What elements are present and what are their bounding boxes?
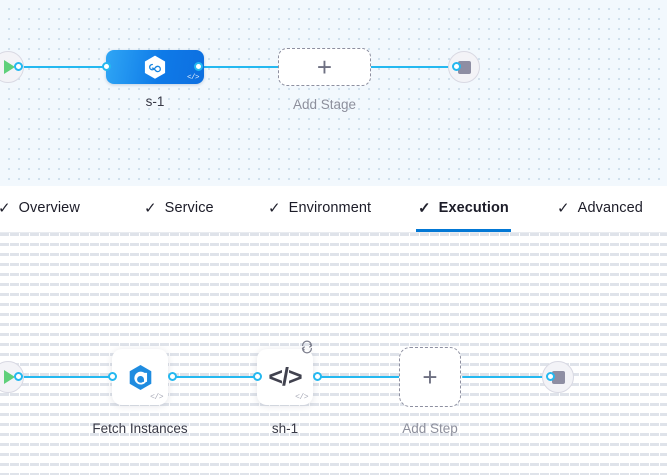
stage-node-s1-label: s-1 [145,94,165,109]
step-start-port[interactable] [14,372,23,381]
edge-start-to-s1 [18,66,112,68]
add-step-label: Add Step [402,421,458,436]
plus-icon: + [422,362,438,392]
tab-advanced[interactable]: ✓ Advanced [555,187,645,232]
check-icon: ✓ [557,199,570,217]
edge-start-to-fetch [18,376,112,378]
step-code-badge: </> [150,393,163,402]
step-fetch-in-port[interactable] [108,372,117,381]
stage-node-s1-in-port[interactable] [102,62,111,71]
harness-swirl-hexagon-icon [129,364,151,390]
step-sh1-in-port[interactable] [253,372,262,381]
edge-add-stage-to-end [368,66,456,68]
stage-code-badge: </> [186,74,200,82]
stop-icon [457,60,471,74]
add-step-button[interactable]: + [399,347,461,407]
tab-environment[interactable]: ✓ Environment [266,187,373,232]
edge-sh1-to-add-step [317,376,401,378]
tab-advanced-label: Advanced [577,200,643,216]
edge-add-step-to-end [462,376,550,378]
pipeline-stage-canvas[interactable]: </> s-1 + Add Stage [0,0,667,186]
step-end-port[interactable] [546,372,555,381]
step-node-sh1[interactable]: </> </> [257,340,313,405]
step-sh1-out-port[interactable] [313,372,322,381]
step-fetch-instances-label: Fetch Instances [92,421,188,436]
stage-end-node[interactable] [448,51,480,83]
shell-script-code-icon: </> [268,362,302,391]
add-stage-button[interactable]: + [278,48,371,86]
step-node-fetch-instances[interactable]: </> [112,349,168,405]
step-fetch-out-port[interactable] [168,372,177,381]
pipeline-execution-canvas[interactable]: </> Fetch Instances </> </> sh-1 + Add S… [0,233,667,475]
play-icon [4,370,15,384]
tab-environment-label: Environment [288,200,372,216]
step-end-node[interactable] [542,361,574,393]
tab-overview[interactable]: ✓ Overview [0,187,82,232]
add-stage-label: Add Stage [292,97,357,112]
stage-config-tabs[interactable]: ✓ Overview ✓ Service ✓ Environment ✓ Exe… [0,186,667,233]
tab-execution[interactable]: ✓ Execution [416,187,511,232]
check-icon: ✓ [144,199,157,217]
looping-strategy-icon [301,340,313,354]
step-node-sh1-label: sh-1 [271,421,299,436]
check-icon: ✓ [418,199,431,217]
stage-node-s1-out-port[interactable] [194,62,203,71]
check-icon: ✓ [268,199,281,217]
tab-service-label: Service [164,200,214,216]
tab-overview-label: Overview [18,200,80,216]
stop-icon [551,370,565,384]
edge-s1-to-add-stage [198,66,280,68]
check-icon: ✓ [0,199,11,217]
tab-execution-label: Execution [438,200,509,216]
harness-hexagon-infinity-icon [144,55,166,79]
step-code-badge: </> [295,393,308,402]
stage-end-port[interactable] [452,62,461,71]
stage-start-port[interactable] [14,62,23,71]
edge-fetch-to-sh1 [172,376,258,378]
play-icon [4,60,15,74]
plus-icon: + [316,52,333,82]
tab-service[interactable]: ✓ Service [142,187,216,232]
stage-node-s1[interactable]: </> [106,50,204,84]
